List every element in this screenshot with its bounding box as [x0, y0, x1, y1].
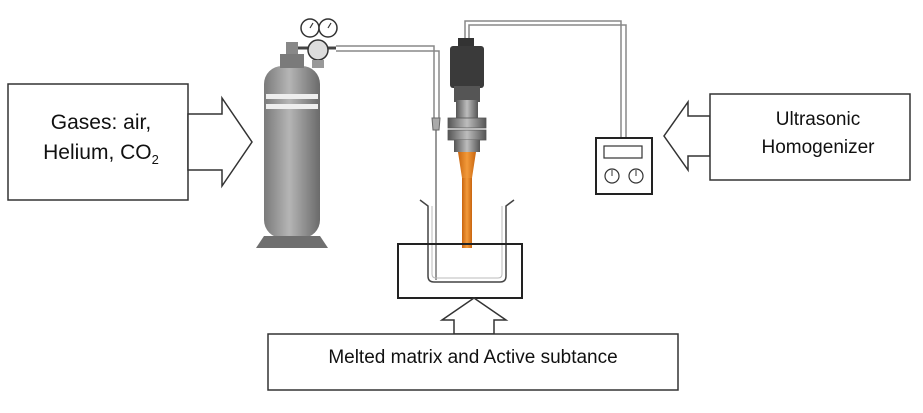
gas-label-line2-main: Helium, CO — [43, 141, 152, 164]
homogenizer-label: Ultrasonic Homogenizer — [735, 106, 901, 162]
gas-label-subscript: 2 — [151, 152, 159, 168]
gas-tube — [336, 45, 440, 280]
pressure-regulator — [298, 18, 338, 68]
gas-label-line2: Helium, CO2 — [14, 138, 188, 175]
homogenizer-callout — [663, 93, 911, 181]
homogenizer-arrow — [663, 99, 711, 173]
matrix-callout — [267, 297, 679, 391]
homogenizer-cable — [464, 20, 627, 140]
homogenizer-label-line2: Homogenizer — [761, 137, 875, 158]
gas-label-line1: Gases: air, — [50, 111, 152, 134]
gas-cylinder — [256, 42, 328, 248]
homogenizer-label-line1: Ultrasonic — [775, 109, 861, 130]
matrix-arrow — [439, 297, 509, 335]
homogenizer-controller — [595, 137, 653, 195]
ultrasonic-probe — [447, 38, 487, 248]
probe-tip — [462, 178, 472, 248]
gas-nozzle — [431, 117, 441, 131]
matrix-label: Melted matrix and Active subtance — [328, 347, 618, 368]
controller-display — [603, 145, 643, 159]
probe-horn — [458, 152, 476, 178]
gas-source-callout — [7, 83, 253, 201]
gas-arrow — [187, 95, 253, 189]
heating-bath — [397, 243, 523, 299]
gas-source-label: Gases: air, Helium, CO2 — [14, 108, 188, 175]
beaker — [419, 199, 515, 283]
